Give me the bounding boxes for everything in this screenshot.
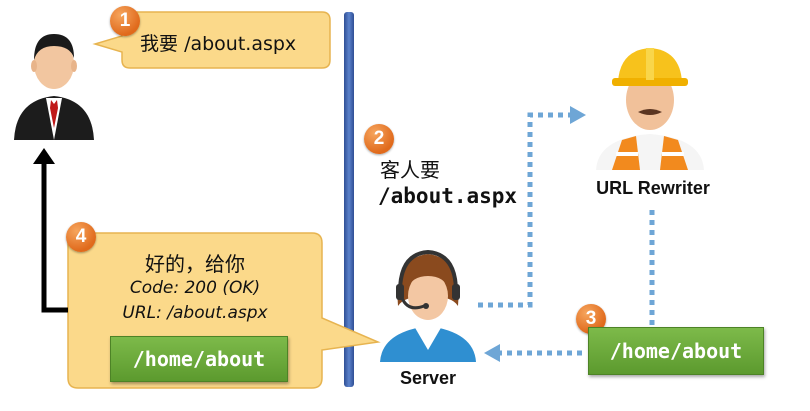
- rewriter-label: URL Rewriter: [596, 178, 710, 198]
- step4-url: URL: /about.aspx: [122, 303, 268, 323]
- step3-path-box: /home/about: [588, 327, 764, 375]
- step4-path-box: /home/about: [110, 336, 288, 382]
- return-arrow-head: [484, 344, 500, 362]
- step4-text-cn: 好的，给你: [145, 252, 245, 276]
- forward-arrow-head: [570, 106, 586, 124]
- response-arrow-head: [33, 148, 55, 164]
- businessman-icon: [14, 34, 94, 140]
- forward-arrow: [478, 112, 572, 308]
- divider-line: [344, 12, 354, 387]
- step1-text: 我要 /about.aspx: [140, 29, 296, 56]
- step-badge-1: 1: [110, 6, 140, 36]
- step-badge-2: 2: [364, 124, 394, 154]
- headset-operator-icon: [380, 249, 476, 362]
- step2-path: /about.aspx: [378, 184, 518, 208]
- step1-path: /about.aspx: [184, 33, 297, 55]
- step2-text-cn: 客人要: [380, 158, 440, 182]
- step4-code: Code: 200 (OK): [129, 278, 261, 298]
- construction-worker-icon: [596, 48, 704, 170]
- step1-text-cn: 我要: [140, 33, 179, 55]
- response-arrow: [41, 160, 68, 313]
- server-label: Server: [399, 368, 457, 388]
- step-badge-4: 4: [66, 222, 96, 252]
